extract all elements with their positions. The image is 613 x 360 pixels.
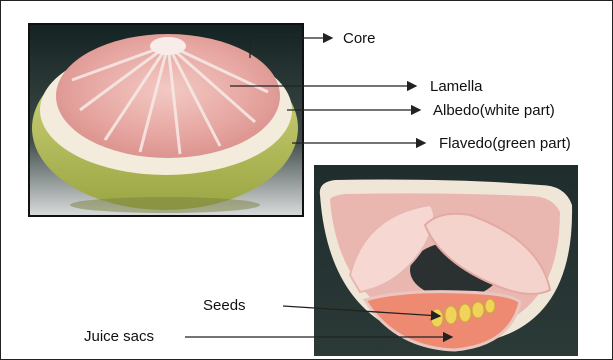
label-juice-sacs: Juice sacs — [84, 328, 154, 345]
core-center — [150, 37, 186, 55]
label-seeds: Seeds — [203, 297, 246, 314]
label-lamella: Lamella — [430, 78, 483, 95]
label-core: Core — [343, 30, 376, 47]
label-albedo: Albedo(white part) — [433, 102, 555, 119]
pomelo-half-photo — [29, 24, 303, 216]
label-flavedo: Flavedo(green part) — [439, 135, 571, 152]
pomelo-segments-photo — [314, 165, 578, 356]
